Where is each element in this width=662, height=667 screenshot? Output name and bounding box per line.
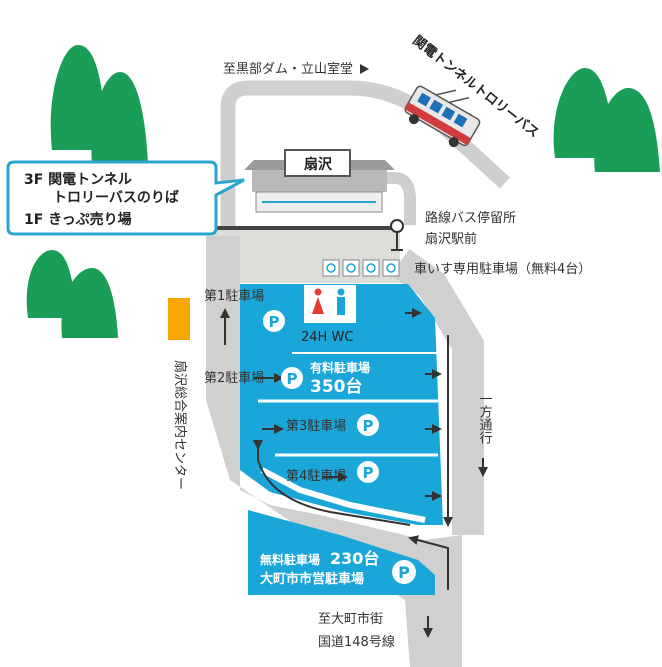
paid-parking-count: 350台 (310, 376, 363, 397)
svg-text:P: P (398, 563, 410, 582)
free-parking-operator: 大町市市営駐車場 (260, 571, 364, 587)
parking-icon: P (263, 310, 285, 332)
traffic-arrows (220, 64, 488, 638)
parking-icon: P (281, 367, 303, 389)
svg-text:P: P (363, 464, 374, 482)
callout-line2: トロリーバスのりば (53, 190, 179, 206)
callout: 3F 関電トンネル トロリーバスのりば 1F きっぷ売り場 (6, 160, 245, 236)
svg-text:P: P (287, 370, 298, 388)
lot2-label: 第2駐車場 (204, 371, 264, 386)
station-sign: 扇沢 (304, 156, 333, 173)
bus-stop-station: 扇沢駅前 (425, 231, 477, 247)
info-center-label: 扇沢総合案内センター (172, 360, 188, 490)
tree-icon (26, 250, 118, 338)
tree-icon (553, 68, 660, 172)
wheelchair-icon (362, 259, 380, 277)
wheelchair-icon (382, 259, 400, 277)
wheelchair-parking-label: 車いす専用駐車場（無料4台） (414, 262, 591, 277)
lot1-label: 第1駐車場 (204, 289, 264, 304)
parking-lots (240, 284, 443, 595)
arrow-icon (360, 64, 369, 74)
toilet-icon (304, 285, 356, 323)
wc-label: 24H WC (301, 330, 353, 345)
direction-route: 国道148号線 (318, 634, 395, 650)
wheelchair-icon (342, 259, 360, 277)
parking-icon: P (357, 414, 379, 436)
arrow-icon (253, 440, 411, 526)
parking-icon: P (392, 560, 416, 584)
free-parking-count: 230台 (330, 549, 379, 568)
tree-icon (50, 45, 148, 165)
svg-text:P: P (363, 417, 374, 435)
wheelchair-parking (322, 259, 400, 277)
svg-text:P: P (269, 313, 280, 331)
bus-stop-name: 路線バス停留所 (425, 210, 516, 226)
one-way-label: 一方通行 (477, 392, 493, 445)
lot4-label: 第4駐車場 (286, 469, 346, 484)
station-building: 扇沢 (244, 149, 395, 213)
free-parking-lot (248, 510, 435, 595)
parking-icon: P (357, 461, 379, 483)
bus-stop-icon (390, 219, 404, 251)
wheelchair-icon (322, 259, 340, 277)
direction-omachi: 至大町市街 (318, 611, 383, 627)
info-center-building (168, 298, 190, 340)
callout-line3: 1F きっぷ売り場 (24, 211, 132, 228)
paid-parking-label: 有料駐車場 (310, 360, 370, 375)
arrow-icon (408, 535, 449, 590)
free-parking-label: 無料駐車場 (260, 552, 320, 567)
callout-line1: 3F 関電トンネル (24, 171, 132, 188)
lot3-label: 第3駐車場 (286, 419, 346, 434)
trolley-bus-icon (404, 85, 481, 148)
direction-kurobe: 至黒部ダム・立山室堂 (223, 61, 353, 77)
